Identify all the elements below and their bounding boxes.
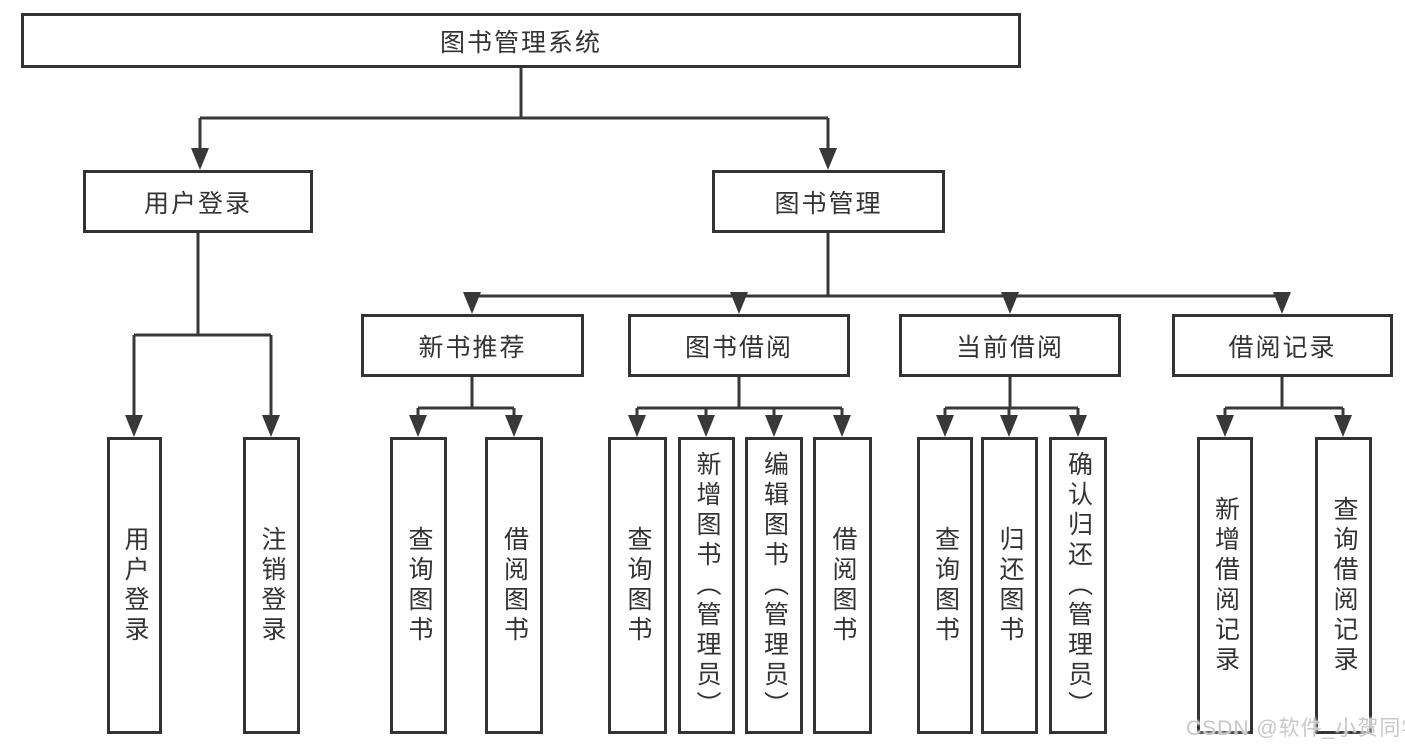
arrow-down-icon [765,415,783,437]
edge-records-to-leaves [1223,377,1345,417]
leaf-borrow-books: 借阅图书 [813,437,872,734]
edge-root-to-level1 [198,68,830,150]
edge-newbook-to-leaves [416,377,516,417]
arrow-down-icon [697,415,715,437]
arrow-down-icon [409,415,427,437]
arrow-down-icon [1334,415,1352,437]
leaf-query-borrow-record: 查询借阅记录 [1315,437,1372,734]
leaf-query-books-borrow: 查询图书 [608,437,667,734]
leaf-add-borrow-record: 新增借阅记录 [1197,437,1253,734]
node-new-book-recommend: 新书推荐 [361,314,584,377]
leaf-borrow-books-recommend: 借阅图书 [485,437,543,734]
leaf-add-books-admin: 新增图书（管理员） [678,437,735,734]
node-book-borrow: 图书借阅 [628,314,850,377]
leaf-edit-books-admin: 编辑图书（管理员） [745,437,803,734]
arrow-down-icon [1000,415,1018,437]
arrow-down-icon [1069,415,1087,437]
arrow-down-icon [819,148,837,170]
arrow-down-icon [833,415,851,437]
arrow-down-icon [936,415,954,437]
edge-userlogin-to-leaves [132,233,273,417]
leaf-logout: 注销登录 [243,437,300,734]
node-borrow-records: 借阅记录 [1172,314,1393,377]
node-current-borrow: 当前借阅 [899,314,1121,377]
arrow-down-icon [730,292,748,314]
arrow-down-icon [262,415,280,437]
arrow-down-icon [1001,292,1019,314]
arrow-down-icon [1216,415,1234,437]
csdn-watermark: CSDN @软件_小贺同学 [1186,717,1405,740]
edge-bookmgmt-to-level2 [472,232,1282,298]
arrow-down-icon [191,148,209,170]
arrow-down-icon [628,415,646,437]
leaf-user-login: 用户登录 [107,437,162,734]
leaf-confirm-return-admin: 确认归还（管理员） [1049,437,1107,734]
edge-bookborrow-to-leaves [635,377,844,417]
node-user-login: 用户登录 [83,170,313,233]
node-library-management-system: 图书管理系统 [21,13,1021,68]
arrow-down-icon [1273,292,1291,314]
edge-currentborrow-to-leaves [943,377,1080,417]
arrow-down-icon [125,415,143,437]
leaf-query-books-current: 查询图书 [917,437,973,734]
leaf-query-books-recommend: 查询图书 [390,437,447,734]
leaf-return-books: 归还图书 [981,437,1038,734]
node-book-management: 图书管理 [712,170,945,233]
arrow-down-icon [463,292,481,314]
arrow-down-icon [505,415,523,437]
